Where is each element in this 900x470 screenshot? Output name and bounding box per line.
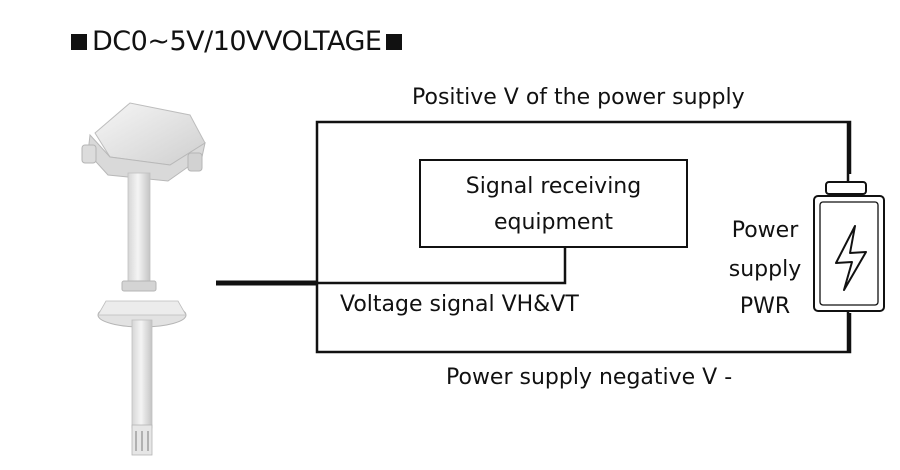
battery-terminal bbox=[825, 181, 867, 195]
receiver-label-line2: equipment bbox=[493, 210, 614, 235]
power-supply-label-line3: PWR bbox=[739, 294, 791, 319]
title-text: DC0~5V/10VVOLTAGE bbox=[92, 26, 382, 57]
negative-supply-label: Power supply negative V - bbox=[446, 365, 733, 390]
receiver-label-line1: Signal receiving bbox=[465, 174, 642, 199]
signal-wire bbox=[317, 247, 567, 285]
title-square-bullet-left bbox=[71, 34, 87, 50]
voltage-signal-label: Voltage signal VH&VT bbox=[340, 292, 579, 317]
duct-humidity-sensor-image bbox=[70, 95, 210, 465]
diagram-title: DC0~5V/10VVOLTAGE bbox=[71, 25, 407, 59]
power-supply-label-line2: supply bbox=[728, 257, 802, 282]
sensor-drawing bbox=[81, 102, 206, 456]
title-square-bullet-right bbox=[386, 34, 403, 50]
positive-supply-label: Positive V of the power supply bbox=[412, 85, 745, 110]
lightning-bolt-icon bbox=[835, 225, 867, 291]
signal-receiving-equipment-box bbox=[419, 159, 688, 248]
power-supply-label-line1: Power bbox=[731, 218, 799, 243]
